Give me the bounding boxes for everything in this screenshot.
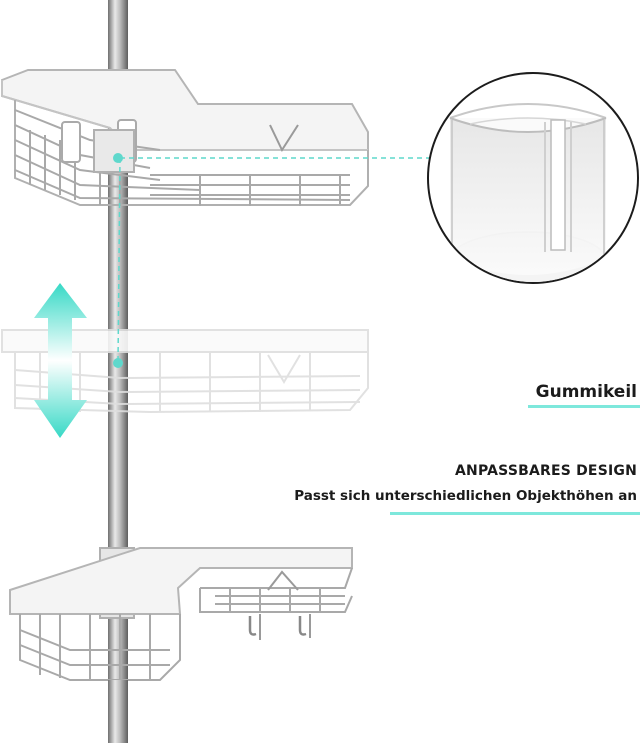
design-title: ANPASSBARES DESIGN (455, 463, 637, 479)
rubber-wedge-label: Gummikeil (535, 382, 637, 402)
rubber-wedge-underline (528, 405, 640, 408)
design-subtitle: Passt sich unterschiedlichen Objekthöhen… (294, 488, 637, 504)
wedge-marker-top (113, 153, 123, 163)
guide-lines (117, 157, 430, 364)
wedge-marker-middle (113, 358, 123, 368)
rubber-wedge-icon (427, 72, 639, 284)
top-shelf (0, 69, 369, 206)
design-underline (390, 512, 640, 515)
up-down-arrow-icon (34, 283, 87, 438)
bottom-shelf (9, 547, 353, 681)
pole-lower (108, 680, 128, 743)
adjusting-shelf-ghost (1, 329, 369, 414)
